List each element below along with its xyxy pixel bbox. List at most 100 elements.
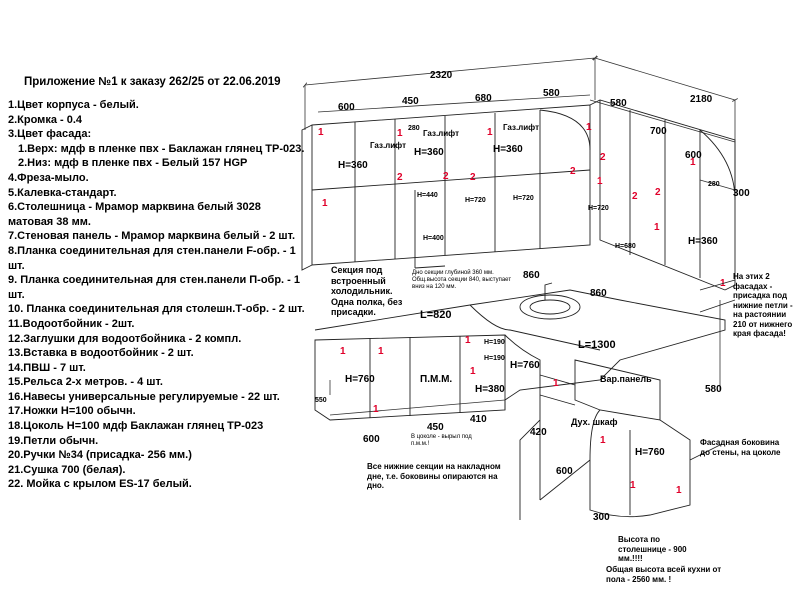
dim-420: 420 <box>530 427 547 438</box>
mark-3: 1 <box>487 127 493 138</box>
dim-600-lower: 600 <box>556 466 573 477</box>
label-h760-1: Н=760 <box>345 374 375 385</box>
mark-24: 1 <box>676 485 682 496</box>
dim-600-bottom: 600 <box>363 434 380 445</box>
spec-item-13: 13.Вставка в водоотбойник - 2 шт. <box>8 347 194 360</box>
door-marks: 1 1 1 1 1 1 1 1 1 2 2 2 2 2 2 2 1 1 1 1 … <box>318 122 726 496</box>
dim-600-top: 600 <box>338 102 355 113</box>
note-leaders <box>689 279 736 461</box>
label-h380: Н=380 <box>475 384 505 395</box>
mark-25: 1 <box>373 404 379 415</box>
dim-280-b: 280 <box>708 181 720 188</box>
label-h400: Н=400 <box>423 235 444 242</box>
mark-5: 1 <box>322 198 328 209</box>
note-total-height: Общая высота всей кухни от пола - 2560 м… <box>606 565 722 584</box>
label-h360-4: Н=360 <box>688 236 718 247</box>
dim-2180: 2180 <box>690 94 713 105</box>
label-h720-1: Н=720 <box>465 197 486 204</box>
dim-450-top: 450 <box>402 96 419 107</box>
label-h680: Н=680 <box>615 243 636 250</box>
dimension-lines <box>305 58 735 416</box>
note-side-panel: Фасадная боковина до стены, на цоколе <box>700 438 781 457</box>
spec-item-10: 10. Планка соединительная для столешн.Т-… <box>8 303 305 316</box>
dim-300-bottom: 300 <box>593 512 610 523</box>
spec-item-15: 15.Рельса 2-х метров. - 4 шт. <box>8 376 163 389</box>
spec-item-14: 14.ПВШ - 7 шт. <box>8 361 86 374</box>
note-fridge: Секция под встроенный холодильник. Одна … <box>331 265 403 317</box>
spec-item-18: 18.Цоколь Н=100 мдф Баклажан глянец ТР-0… <box>8 420 264 433</box>
spec-item-3-1: 1.Верх: мдф в пленке пвх - Баклажан глян… <box>18 142 305 155</box>
dim-410: 410 <box>470 414 487 425</box>
mark-23: 1 <box>630 480 636 491</box>
label-gaslift-1: Газ.лифт <box>370 141 406 150</box>
note-plinth: В цоколе - вырыл под п.м.м.! <box>411 434 472 447</box>
spec-item-3: 3.Цвет фасада: <box>8 128 92 141</box>
dimension-values: 2320 2180 600 450 680 580 580 700 600 30… <box>315 70 750 523</box>
label-h440: Н=440 <box>417 192 438 199</box>
mark-13: 2 <box>470 172 476 183</box>
mark-20: 1 <box>470 366 476 377</box>
mark-8: 1 <box>690 157 696 168</box>
label-h360-1: Н=360 <box>338 160 368 171</box>
upper-cabinets <box>301 99 736 291</box>
spec-item-12: 12.Заглушки для водоотбойника - 2 компл. <box>8 332 242 345</box>
dim-580-top: 580 <box>543 88 560 99</box>
spec-item-4: 4.Фреза-мыло. <box>8 171 89 184</box>
mark-15: 2 <box>632 191 638 202</box>
mark-4: 1 <box>586 122 592 133</box>
label-h190-2: Н=190 <box>484 355 505 362</box>
worktop <box>314 282 726 410</box>
label-h360-2: Н=360 <box>414 147 444 158</box>
label-var-panel: Вар.панель <box>600 374 652 384</box>
spec-item-16: 16.Навесы универсальные регулируемые - 2… <box>8 390 280 403</box>
mark-19: 1 <box>465 335 471 346</box>
note-worktop-height: Высота по столешнице - 900 мм.!!!! <box>618 535 687 563</box>
label-gaslift-2: Газ.лифт <box>423 129 459 138</box>
label-h760-2: Н=760 <box>510 360 540 371</box>
mark-7: 1 <box>654 222 660 233</box>
mark-1: 1 <box>318 127 324 138</box>
dim-450-bottom: 450 <box>427 422 444 433</box>
spec-item-20: 20.Ручки №34 (присадка- 256 мм.) <box>8 449 192 462</box>
section-labels: Н=360 Н=360 Н=360 Н=360 Н=440 Н=720 Н=72… <box>338 123 718 458</box>
spec-item-19: 19.Петли обычн. <box>8 434 99 447</box>
mark-18: 1 <box>378 346 384 357</box>
dim-300-right: 300 <box>733 188 750 199</box>
dim-280-a: 280 <box>408 125 420 132</box>
mark-6: 1 <box>597 176 603 187</box>
spec-item-8: 8.Планка соединительная для стен.панели … <box>8 244 296 272</box>
spec-title: Приложение №1 к заказу 262/25 от 22.06.2… <box>24 76 281 88</box>
dim-580-right: 580 <box>610 98 627 109</box>
mark-21: 1 <box>553 378 559 389</box>
mark-11: 2 <box>397 172 403 183</box>
note-hinges: На этих 2 фасадах - присадка под нижние … <box>733 272 793 338</box>
spec-item-5: 5.Калевка-стандарт. <box>8 186 117 199</box>
dim-860-a: 860 <box>523 270 540 281</box>
mark-22: 1 <box>600 435 606 446</box>
label-l1300: L=1300 <box>578 339 616 351</box>
dim-2320: 2320 <box>430 70 453 81</box>
dim-550: 550 <box>315 397 327 404</box>
label-gaslift-3: Газ.лифт <box>503 123 539 132</box>
spec-item-9: 9. Планка соединительная для стен.панели… <box>8 274 301 301</box>
mark-16: 2 <box>655 187 661 198</box>
spec-item-6: 6.Столешница - Мрамор марквина белый 302… <box>8 201 261 228</box>
spec-item-21: 21.Сушка 700 (белая). <box>8 463 126 476</box>
mark-10: 2 <box>600 152 606 163</box>
mark-12: 2 <box>443 171 449 182</box>
spec-item-7: 7.Стеновая панель - Мрамор марквина белы… <box>8 230 296 243</box>
label-h190-1: Н=190 <box>484 339 505 346</box>
spec-item-1: 1.Цвет корпуса - белый. <box>8 99 139 111</box>
label-h360-3: Н=360 <box>493 144 523 155</box>
label-l820: L=820 <box>420 309 452 321</box>
dim-600-right: 600 <box>685 150 702 161</box>
label-oven: Дух. шкаф <box>571 417 618 427</box>
spec-item-3-2: 2.Низ: мдф в пленке пвх - Белый 157 HGP <box>18 157 248 170</box>
label-h720-2: Н=720 <box>513 195 534 202</box>
spec-item-2: 2.Кромка - 0.4 <box>8 113 83 126</box>
specification-list: Приложение №1 к заказу 262/25 от 22.06.2… <box>8 76 308 492</box>
mark-17: 1 <box>340 346 346 357</box>
mark-2: 1 <box>397 128 403 139</box>
label-h760-3: Н=760 <box>635 447 665 458</box>
